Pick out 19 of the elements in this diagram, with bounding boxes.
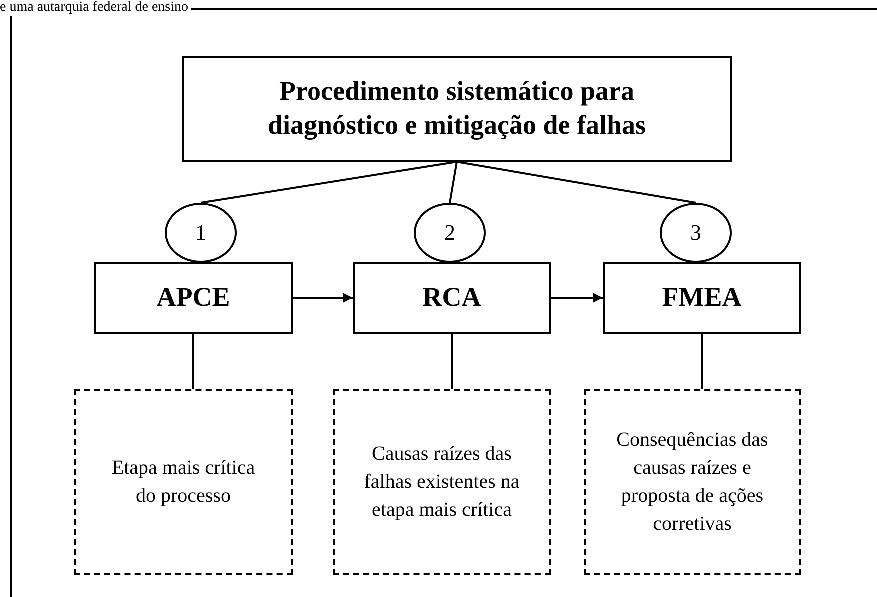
result-box: Etapa mais crítica do processo — [74, 389, 293, 575]
connector-line — [200, 161, 458, 204]
title-box: Procedimento sistemático para diagnóstico e mitigação de falhas — [182, 56, 732, 162]
step-number-circle: 1 — [165, 203, 237, 263]
arrow — [293, 293, 353, 303]
connector-line — [192, 334, 194, 389]
connector-line — [701, 334, 703, 389]
step-number-circle: 3 — [660, 203, 732, 263]
connector-line — [451, 334, 453, 389]
result-box: Consequências das causas raízes e proposta de ações corretivas — [584, 389, 801, 575]
arrow — [551, 293, 603, 303]
method-box: APCE — [94, 262, 293, 334]
method-box: FMEA — [603, 262, 801, 334]
result-box: Causas raízes das falhas existentes na etapa mais crítica — [333, 389, 551, 575]
connector-line — [449, 162, 458, 204]
method-box: RCA — [353, 262, 551, 334]
note-text: e uma autarquia federal de ensino — [0, 0, 191, 16]
step-number-circle: 2 — [414, 203, 486, 263]
connector-line — [456, 161, 696, 204]
